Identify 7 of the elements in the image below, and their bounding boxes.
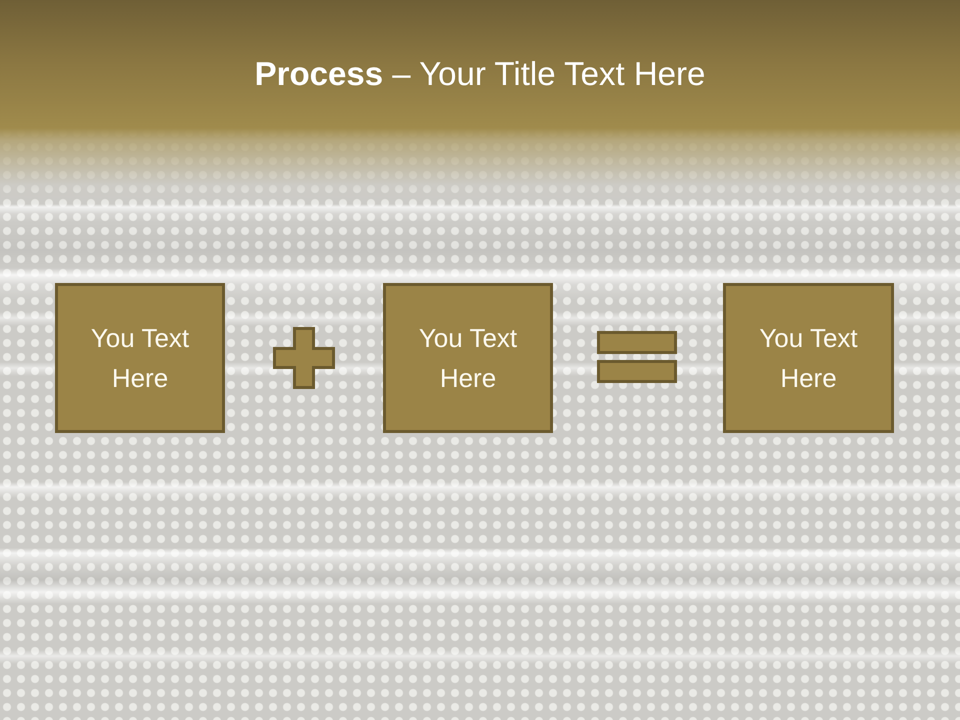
box-text: You Text Here	[90, 322, 190, 395]
box-text: You Text Here	[418, 322, 518, 395]
box-text: You Text Here	[758, 322, 859, 395]
title: Process – Your Title Text Here	[254, 54, 706, 94]
process-box	[55, 283, 225, 433]
process-box	[723, 283, 894, 433]
process-box	[383, 283, 553, 433]
